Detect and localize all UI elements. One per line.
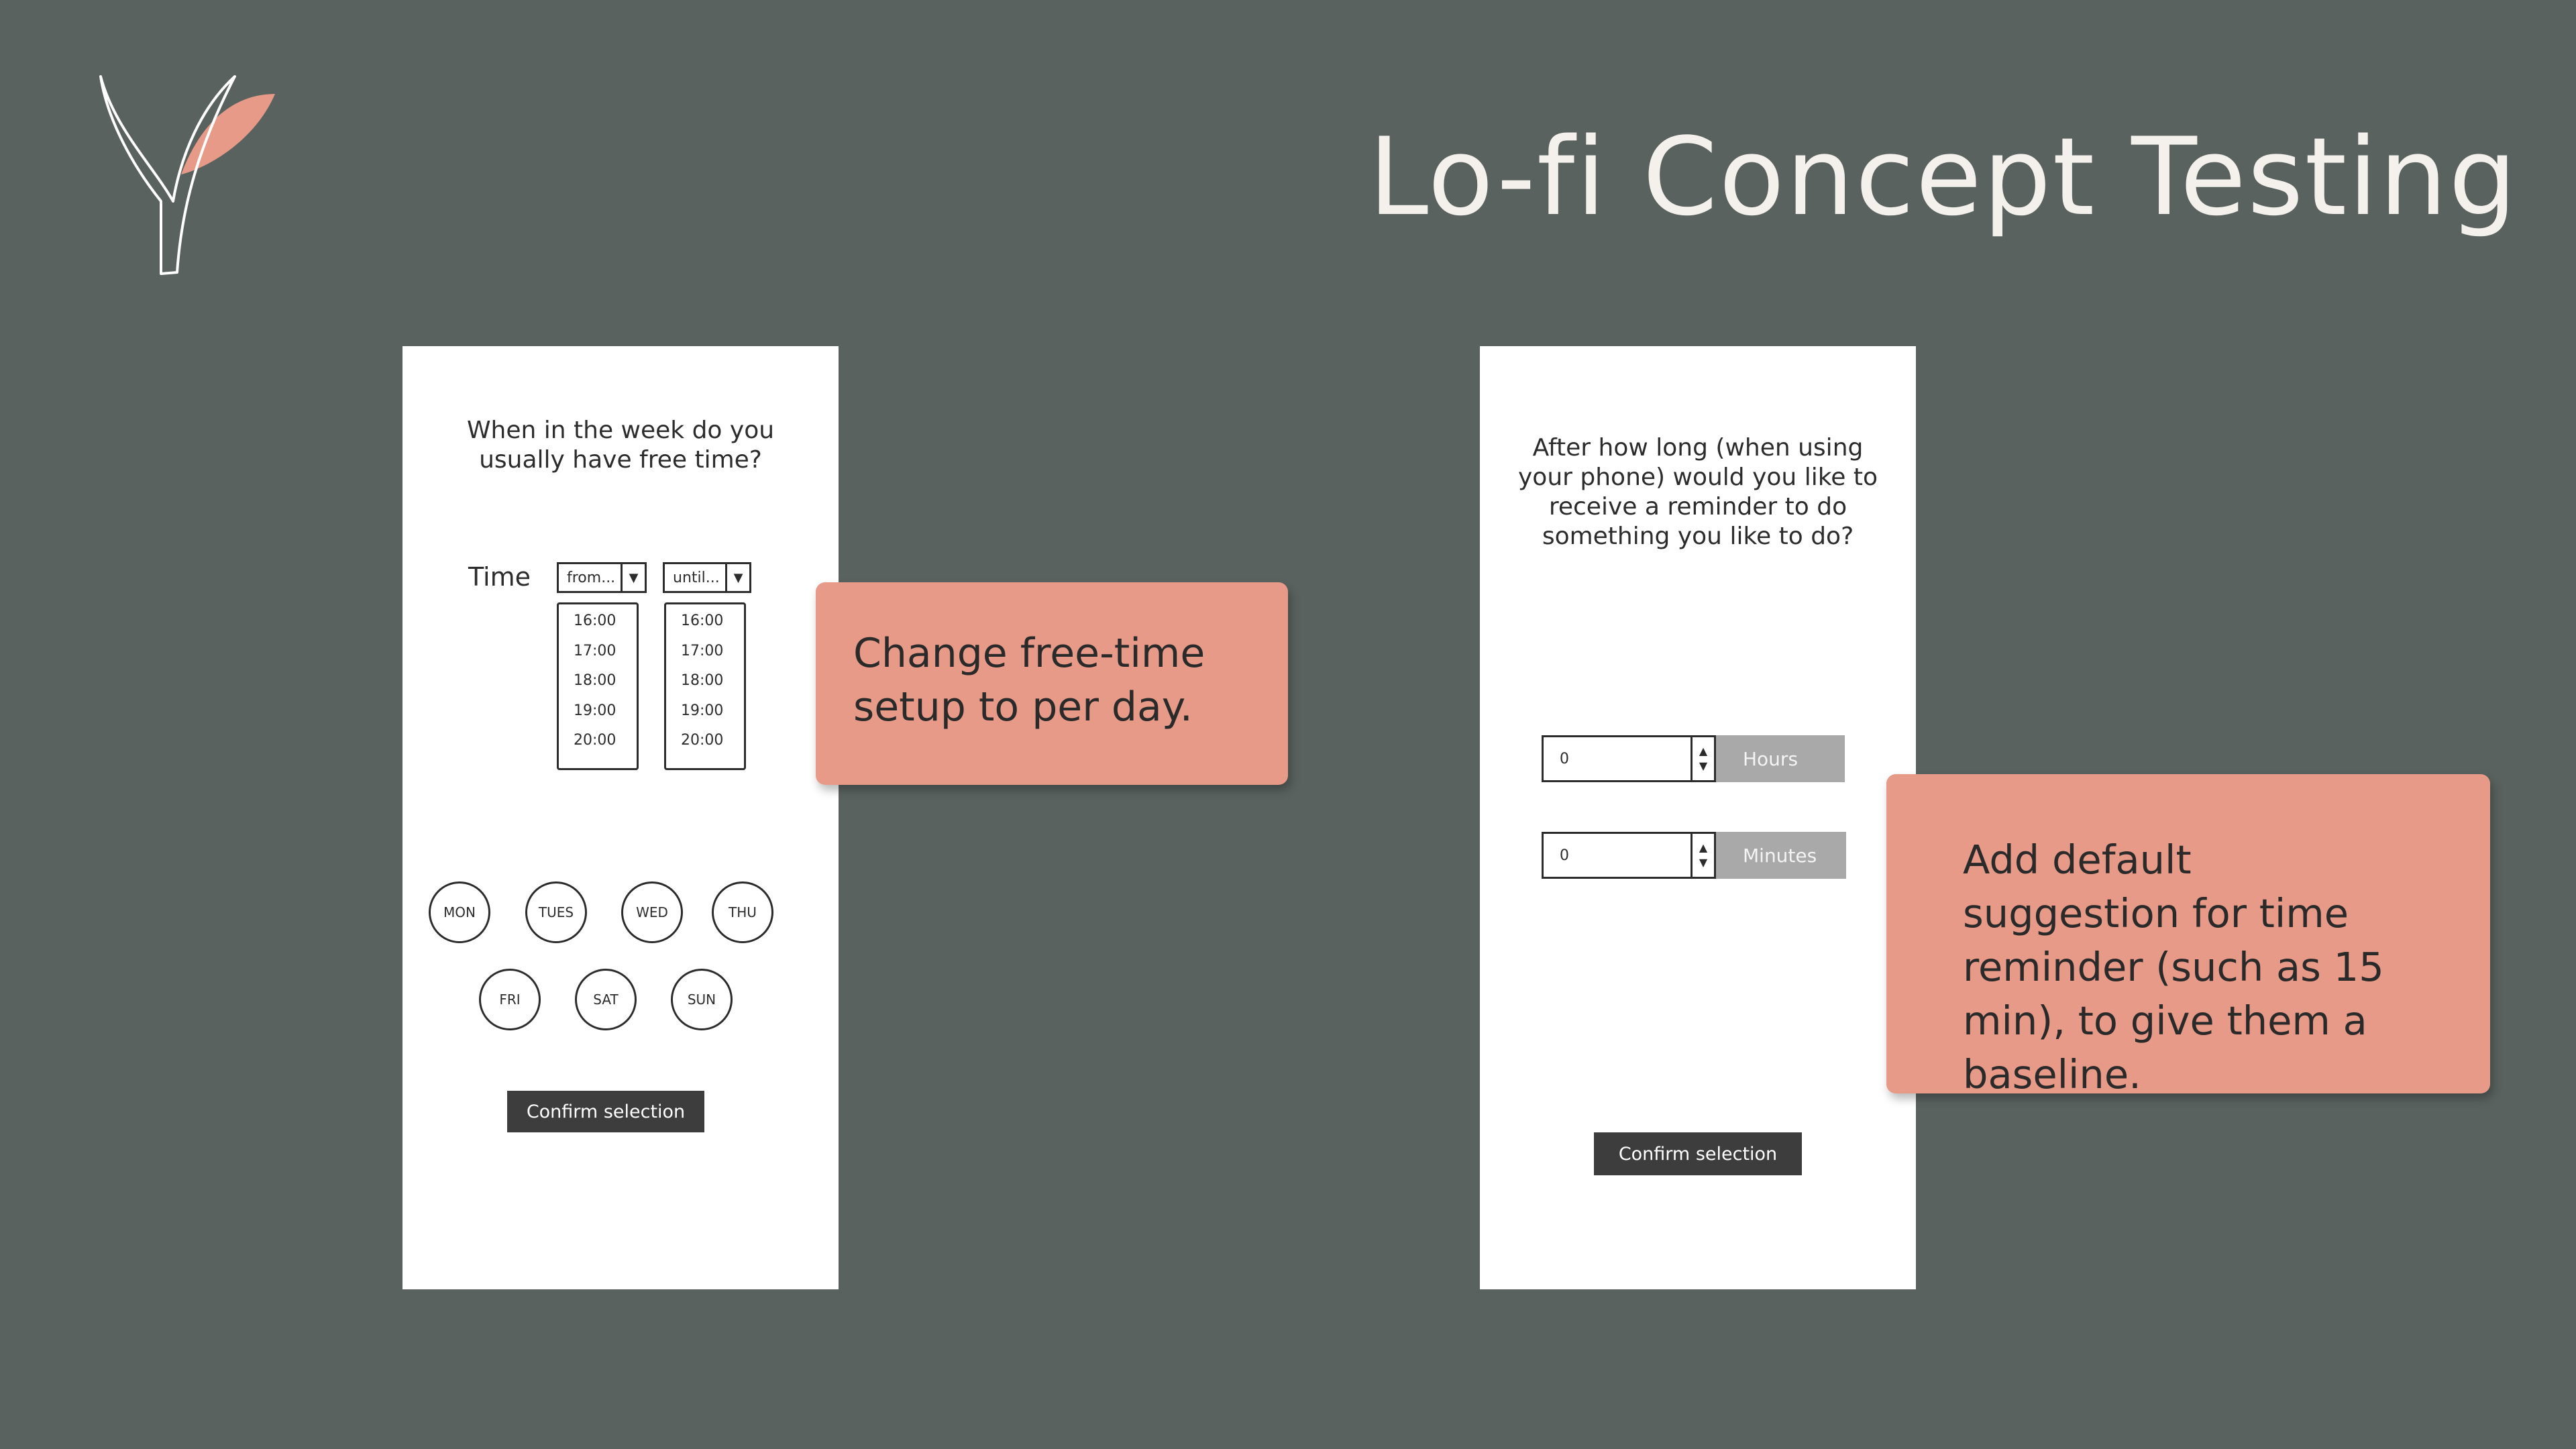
from-option[interactable]: 17:00 bbox=[574, 642, 616, 659]
wireframe-reminder-screen: After how long (when using your phone) w… bbox=[1480, 346, 1916, 1289]
chevron-down-icon[interactable]: ▼ bbox=[621, 564, 645, 591]
chevron-down-icon[interactable]: ▼ bbox=[725, 564, 749, 591]
time-label: Time bbox=[468, 562, 531, 592]
minutes-label: Minutes bbox=[1716, 832, 1846, 879]
from-option[interactable]: 18:00 bbox=[574, 672, 616, 689]
day-toggle-mon[interactable]: MON bbox=[429, 881, 490, 943]
day-toggle-fri[interactable]: FRI bbox=[479, 969, 541, 1030]
day-toggle-wed[interactable]: WED bbox=[621, 881, 683, 943]
sprout-logo bbox=[99, 75, 275, 275]
slide-title: Lo-fi Concept Testing bbox=[1368, 114, 2518, 239]
from-select-value: from... bbox=[567, 569, 616, 586]
feedback-note-per-day: Change free-time setup to per day. bbox=[816, 582, 1288, 785]
hours-input[interactable]: 0 bbox=[1542, 735, 1695, 782]
from-time-listbox[interactable]: 16:00 17:00 18:00 19:00 20:00 bbox=[557, 602, 639, 770]
until-time-listbox[interactable]: 16:00 17:00 18:00 19:00 20:00 bbox=[664, 602, 746, 770]
until-option[interactable]: 18:00 bbox=[681, 672, 724, 689]
day-toggle-tues[interactable]: TUES bbox=[525, 881, 587, 943]
reminder-question: After how long (when using your phone) w… bbox=[1517, 434, 1878, 550]
from-option[interactable]: 16:00 bbox=[574, 612, 616, 629]
day-toggle-sun[interactable]: SUN bbox=[671, 969, 733, 1030]
hours-label: Hours bbox=[1716, 735, 1845, 782]
stepper-arrows-icon[interactable]: ▲▼ bbox=[1690, 735, 1716, 782]
confirm-selection-button[interactable]: Confirm selection bbox=[1594, 1132, 1802, 1175]
from-time-select[interactable]: from... ▼ bbox=[557, 562, 647, 593]
until-option[interactable]: 17:00 bbox=[681, 642, 724, 659]
until-select-value: until... bbox=[673, 569, 720, 586]
until-option[interactable]: 16:00 bbox=[681, 612, 724, 629]
day-toggle-sat[interactable]: SAT bbox=[575, 969, 637, 1030]
from-option[interactable]: 20:00 bbox=[574, 732, 616, 749]
from-option[interactable]: 19:00 bbox=[574, 702, 616, 719]
day-toggle-thu[interactable]: THU bbox=[712, 881, 773, 943]
confirm-selection-button[interactable]: Confirm selection bbox=[507, 1091, 704, 1132]
until-option[interactable]: 19:00 bbox=[681, 702, 724, 719]
until-time-select[interactable]: until... ▼ bbox=[663, 562, 751, 593]
until-option[interactable]: 20:00 bbox=[681, 732, 724, 749]
minutes-input[interactable]: 0 bbox=[1542, 832, 1695, 879]
stepper-arrows-icon[interactable]: ▲▼ bbox=[1690, 832, 1716, 879]
wireframe-free-time-screen: When in the week do you usually have fre… bbox=[402, 346, 839, 1289]
free-time-question: When in the week do you usually have fre… bbox=[466, 417, 775, 474]
feedback-note-default-suggestion: Add default suggestion for time reminder… bbox=[1886, 774, 2490, 1097]
